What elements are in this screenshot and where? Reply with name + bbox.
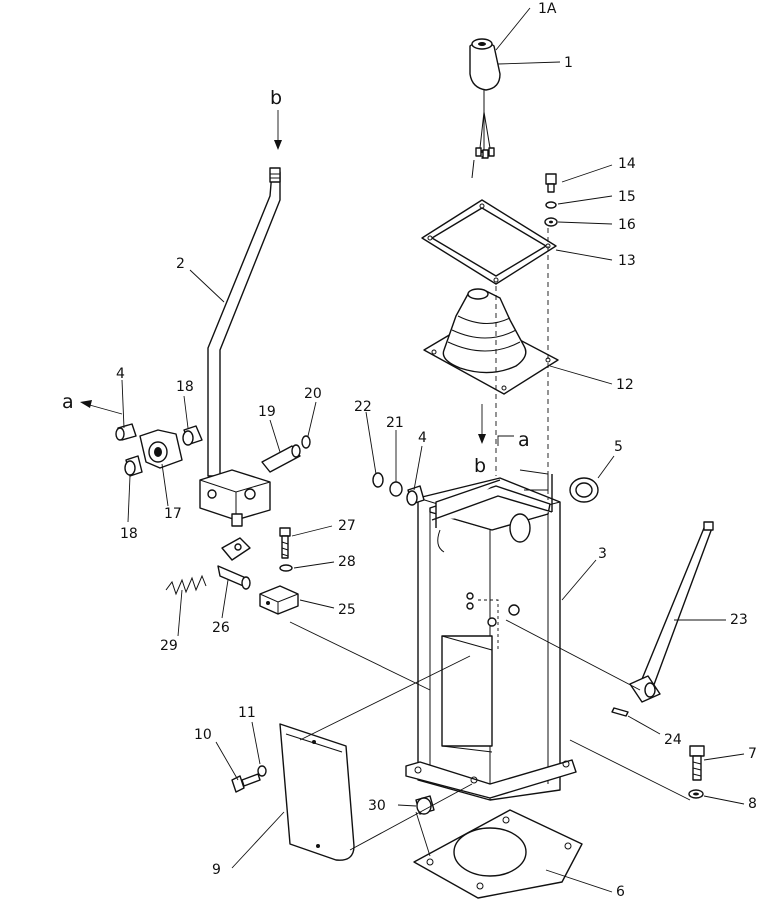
callout-22: 22 [354,399,372,415]
callout-8: 8 [748,796,757,812]
callout-23: 23 [730,612,748,628]
callout-11: 11 [238,705,256,721]
callout-21: 21 [386,415,404,431]
part-16-washer [544,217,558,227]
callout-1: 1 [564,55,573,71]
part-13-plate [421,199,557,285]
part-15-washer [545,201,557,209]
callout-20: 20 [304,386,322,402]
part-17-joint [139,429,183,469]
view-markers: b a a b [62,87,530,477]
callout-1A: 1A [538,1,557,17]
callout-15: 15 [618,189,636,205]
part-18-bushing-top [182,425,203,446]
callout-labels: 1A 1 2 14 15 16 13 12 5 3 23 24 7 8 6 30… [116,1,757,900]
view-marker-b-mid: b [474,455,486,477]
part-4-bushing-center [406,485,425,506]
part-12-boot [423,288,559,395]
callout-25: 25 [338,602,356,618]
part-20-snap-ring [301,435,311,449]
view-marker-a-left: a [62,391,74,413]
part-23-rod [629,521,714,703]
part-1-knob [469,38,501,179]
part-2-lever [199,167,281,527]
part-11-washer [257,765,267,777]
callout-18-top: 18 [176,379,194,395]
callout-17: 17 [164,506,182,522]
part-6-gasket [413,809,583,899]
callout-4-left: 4 [116,366,125,382]
part-4-bushing-left [115,423,137,441]
part-5-grommet [569,477,599,503]
view-marker-b-top: b [270,87,282,109]
part-27-bolt [279,527,291,559]
part-7-bolt [689,745,705,781]
part-14-bolt [545,173,557,193]
callout-10: 10 [194,727,212,743]
callout-7: 7 [748,746,757,762]
part-22-snap-ring [372,472,384,488]
callout-14: 14 [618,156,636,172]
part-21-washer [389,481,403,497]
callout-29: 29 [160,638,178,654]
callout-16: 16 [618,217,636,233]
part-26-bracket-pin [217,537,251,590]
part-8-washer [688,789,704,799]
part-24-pin [611,707,629,717]
callout-6: 6 [616,884,625,900]
view-marker-a-right: a [518,429,530,451]
callout-13: 13 [618,253,636,269]
callout-26: 26 [212,620,230,636]
part-30-plug [415,795,435,815]
callout-9: 9 [212,862,221,878]
part-25-block [259,585,299,615]
part-9-cover [279,723,355,861]
callout-4-center: 4 [418,430,427,446]
callout-30: 30 [368,798,386,814]
callout-5: 5 [614,439,623,455]
part-28-washer [279,564,293,572]
callout-24: 24 [664,732,682,748]
part-19-pin [261,444,301,473]
callout-27: 27 [338,518,356,534]
part-29-spring [165,574,207,596]
part-18-bushing-bottom [124,455,143,477]
callout-12: 12 [616,377,634,393]
callout-28: 28 [338,554,356,570]
part-3-housing [405,469,577,801]
view-arrows [80,110,514,446]
callout-18-bottom: 18 [120,526,138,542]
callout-3: 3 [598,546,607,562]
leader-lines [121,7,745,893]
callout-19: 19 [258,404,276,420]
part-10-bolt [231,773,261,793]
callout-2: 2 [176,256,185,272]
